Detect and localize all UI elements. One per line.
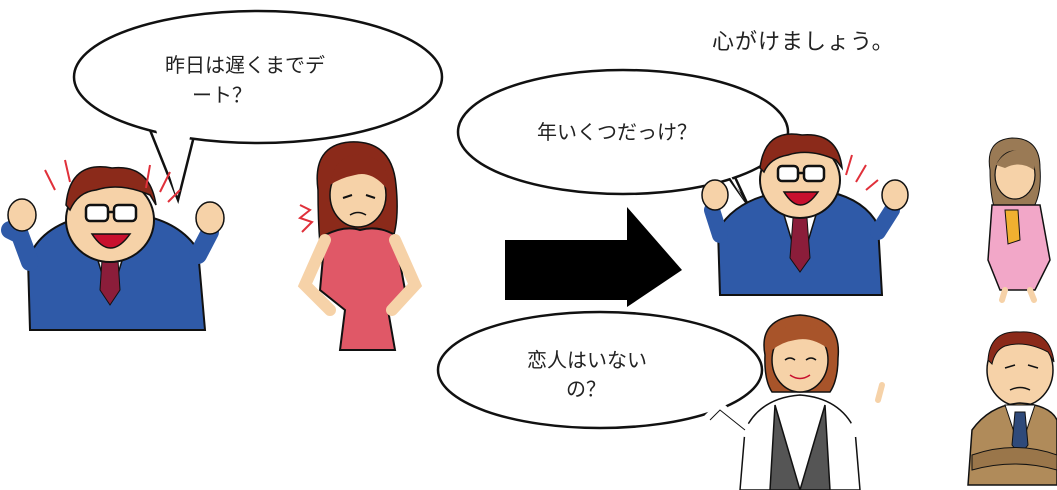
woman-pointing — [703, 314, 885, 490]
bubble-3-line-1: 恋人はいない — [527, 348, 647, 372]
man-worried — [967, 331, 1057, 486]
bubble-2-line-1: 年いくつだっけ？ — [537, 120, 697, 144]
bubble-3-line-2: の？ — [566, 377, 606, 401]
man-laughing-right — [701, 133, 909, 296]
speech-bubble-2 — [456, 68, 790, 206]
speech-bubble-1 — [72, 9, 444, 205]
man-laughing-left — [1, 159, 225, 331]
woman-annoyed — [297, 141, 423, 351]
bubble-1-line-1: 昨日は遅くまでデ — [165, 53, 325, 77]
bubble-1-line-2: ート？ — [192, 83, 252, 107]
speech-bubble-3 — [436, 310, 764, 430]
heading-text: 心がけましょう。 — [712, 30, 895, 55]
woman-shy — [987, 137, 1051, 303]
right-arrow-icon — [505, 207, 682, 307]
